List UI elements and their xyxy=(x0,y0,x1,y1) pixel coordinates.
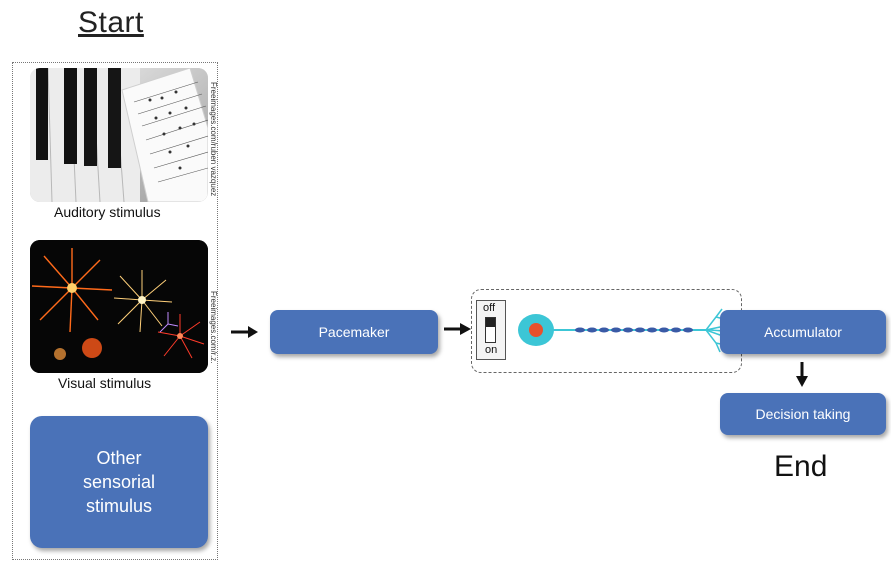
arrow-stimulus-to-pacemaker xyxy=(231,326,258,338)
axon-myelin-segments xyxy=(575,327,693,333)
visual-caption: Visual stimulus xyxy=(58,375,152,391)
other-stimulus-line-1: Other xyxy=(96,448,142,468)
decision-taking-box: Decision taking xyxy=(720,393,886,435)
arrow-pacemaker-to-switch xyxy=(444,323,471,335)
arrow-accumulator-to-decision xyxy=(796,362,808,387)
other-stimulus-line-3: stimulus xyxy=(85,496,152,516)
switch-knob xyxy=(486,318,495,327)
other-stimulus-line-2: sensorial xyxy=(82,472,156,492)
auditory-stimulus-image xyxy=(30,68,208,202)
visual-stimulus-image xyxy=(30,240,208,373)
switch-off-label: off xyxy=(483,302,496,314)
neuron-illustration xyxy=(518,308,731,353)
stimulus-panel xyxy=(12,62,218,560)
auditory-image-credit: Freeimages.com/ruben vazquez xyxy=(209,82,218,197)
end-title: End xyxy=(774,450,828,483)
visual-image-credit: Freeimages.com/r.z. xyxy=(209,291,218,364)
auditory-caption: Auditory stimulus xyxy=(54,204,161,220)
neuron-nucleus xyxy=(529,323,543,337)
start-title: Start xyxy=(78,6,144,39)
other-stimulus-box: Other sensorial stimulus xyxy=(30,416,208,548)
accumulator-box: Accumulator xyxy=(720,310,886,354)
pacemaker-box: Pacemaker xyxy=(270,310,438,354)
switch-track xyxy=(485,317,496,343)
switch-on-label: on xyxy=(485,344,498,356)
